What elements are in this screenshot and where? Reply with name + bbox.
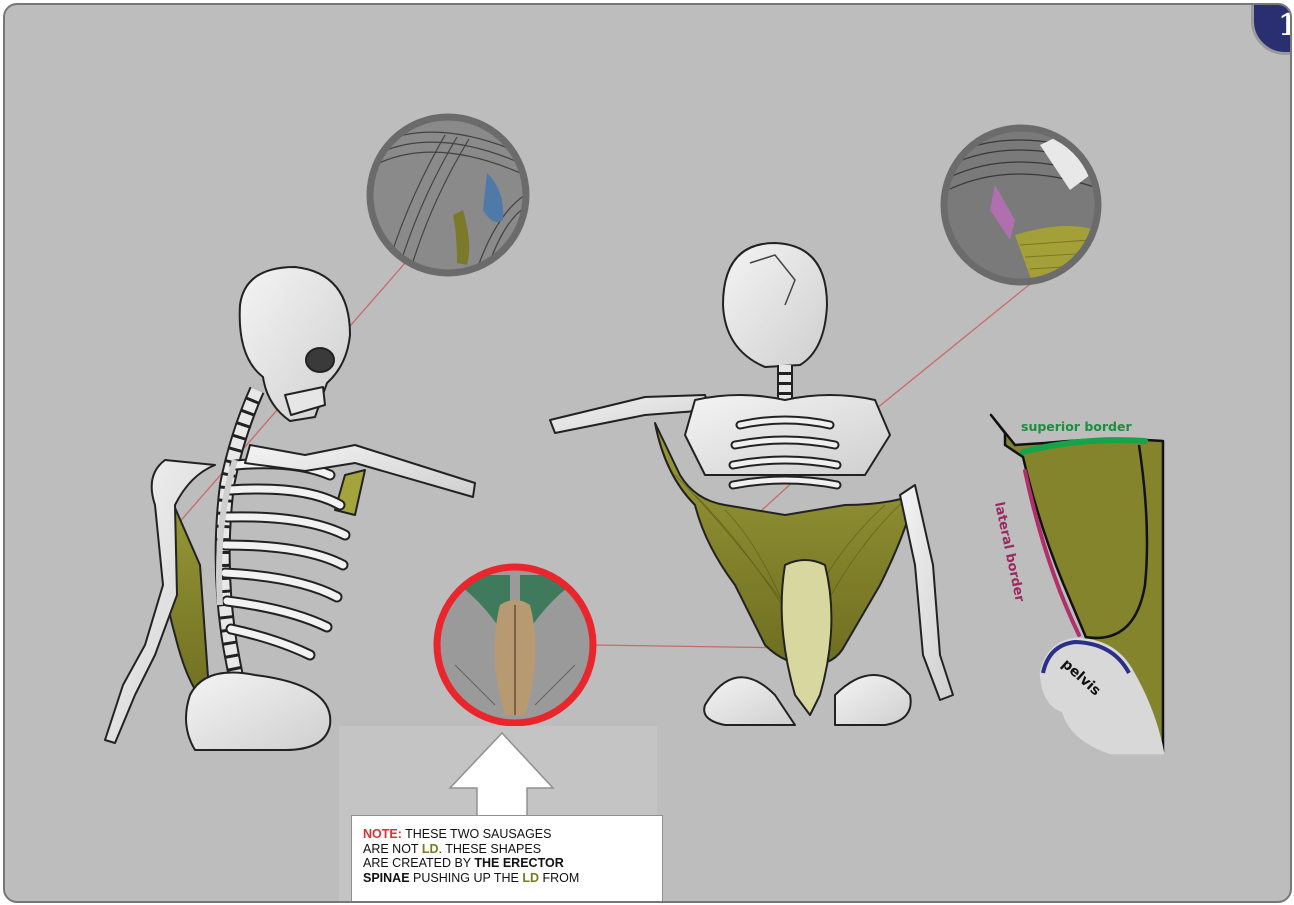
note-ld-abbrev-2: LD <box>522 871 539 885</box>
skeleton-back-view <box>550 243 953 725</box>
zoom-circle-shoulder <box>940 125 1105 290</box>
note-line-2: ARE NOT LD. THESE SHAPES <box>363 842 652 857</box>
superior-border-label: superior border <box>1021 419 1132 434</box>
note-line4-mid: PUSHING UP THE <box>410 871 523 885</box>
zoom-circle-lower-back <box>435 565 595 725</box>
zoom-circle-axilla <box>365 113 535 283</box>
lateral-border-label: lateral border <box>991 501 1027 604</box>
note-line1-text: THESE TWO SAUSAGES <box>402 827 552 841</box>
note-line4-post: FROM <box>539 871 579 885</box>
note-line2-pre: ARE NOT <box>363 842 422 856</box>
note-spinae-text: SPINAE <box>363 871 410 885</box>
note-line3-pre: ARE CREATED BY <box>363 856 474 870</box>
figure-canvas: superior border lateral border pelvis <box>3 3 1292 903</box>
note-line-4: SPINAE PUSHING UP THE LD FROM <box>363 871 652 886</box>
note-line-3: ARE CREATED BY THE ERECTOR <box>363 856 652 871</box>
note-lead: NOTE: <box>363 827 402 841</box>
anatomy-illustration: superior border lateral border pelvis <box>5 5 1292 903</box>
note-line2-post: . THESE SHAPES <box>438 842 541 856</box>
skeleton-side-view <box>105 267 475 750</box>
note-erector-text: THE ERECTOR <box>474 856 563 870</box>
note-box: NOTE: THESE TWO SAUSAGES ARE NOT LD. THE… <box>351 815 663 903</box>
note-ld-abbrev-1: LD <box>422 842 439 856</box>
note-line-1: NOTE: THESE TWO SAUSAGES <box>363 827 652 842</box>
